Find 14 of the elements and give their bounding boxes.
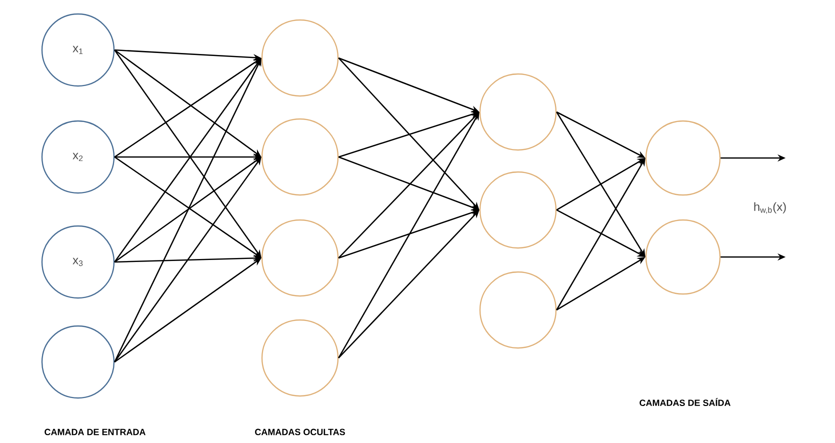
neuron-circle xyxy=(261,19,339,97)
neuron-circle xyxy=(261,219,339,297)
neuron-circle xyxy=(261,118,339,196)
neuron-circle xyxy=(479,271,557,349)
neuron-circle xyxy=(645,219,721,295)
neuron-circle xyxy=(479,171,557,249)
layer-title: CAMADAS OCULTAS xyxy=(255,428,345,436)
output-label: h$_{w,b}$(x) xyxy=(754,202,786,214)
layer-title: CAMADAS DE SAÍDA xyxy=(640,398,730,406)
neuron-circle xyxy=(479,73,557,151)
layer-title: CAMADA DE ENTRADA xyxy=(44,428,146,436)
neuron-circle xyxy=(41,325,115,399)
neuron-circle xyxy=(645,120,721,196)
neuron-circle xyxy=(261,319,339,397)
